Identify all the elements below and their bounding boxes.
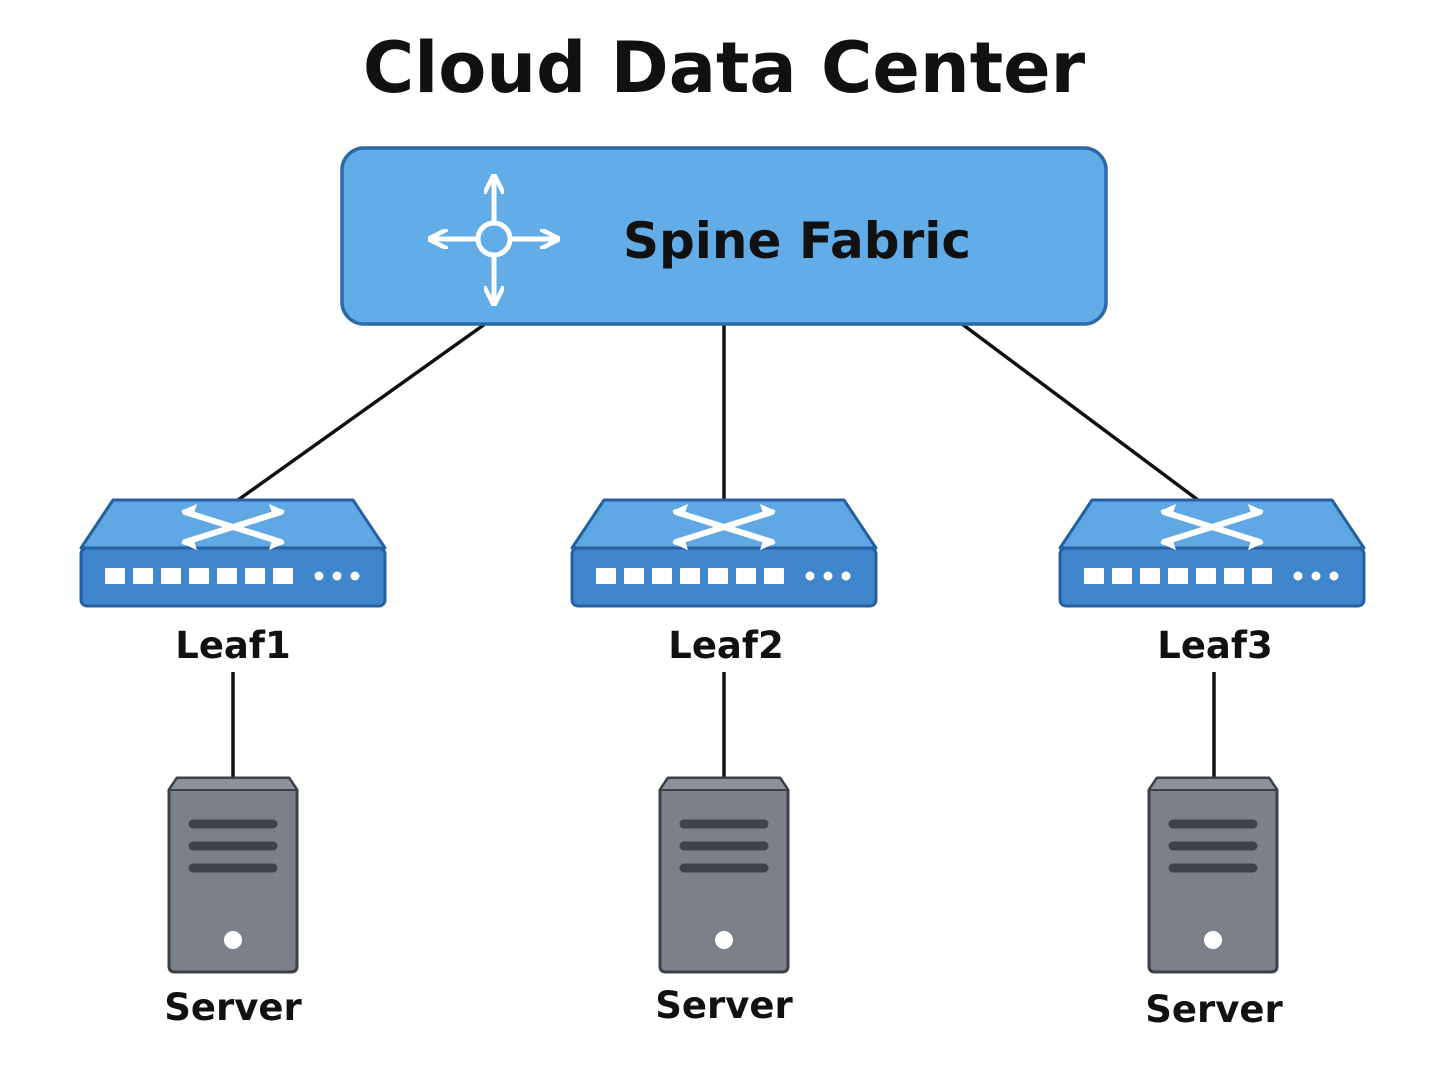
server-node-2 [660, 778, 788, 972]
four-way-arrows-icon [436, 182, 552, 298]
diagram-title: Cloud Data Center [363, 27, 1086, 109]
leaf-label-2: Leaf2 [668, 624, 783, 667]
server-label-1: Server [164, 986, 302, 1029]
link-spine-leaf1 [236, 322, 487, 502]
link-spine-leaf3 [960, 322, 1200, 502]
switch-icon [81, 500, 385, 606]
switch-icon [572, 500, 876, 606]
server-tower-icon [660, 778, 788, 972]
leaf-connectors [231, 672, 1216, 778]
leaf-switch-1 [81, 500, 385, 606]
server-node-1 [169, 778, 297, 972]
leaf-label-3: Leaf3 [1157, 624, 1272, 667]
leaf-label-1: Leaf1 [175, 624, 290, 667]
switch-icon [1060, 500, 1364, 606]
server-tower-icon [1149, 778, 1277, 972]
spine-connectors [236, 322, 1200, 502]
leaf-switch-3 [1060, 500, 1364, 606]
server-tower-icon [169, 778, 297, 972]
server-label-3: Server [1145, 988, 1283, 1031]
leaf-switch-2 [572, 500, 876, 606]
spine-fabric-label: Spine Fabric [623, 212, 971, 270]
server-label-2: Server [655, 984, 793, 1027]
server-node-3 [1149, 778, 1277, 972]
spine-fabric-node: Spine Fabric [340, 146, 1108, 326]
